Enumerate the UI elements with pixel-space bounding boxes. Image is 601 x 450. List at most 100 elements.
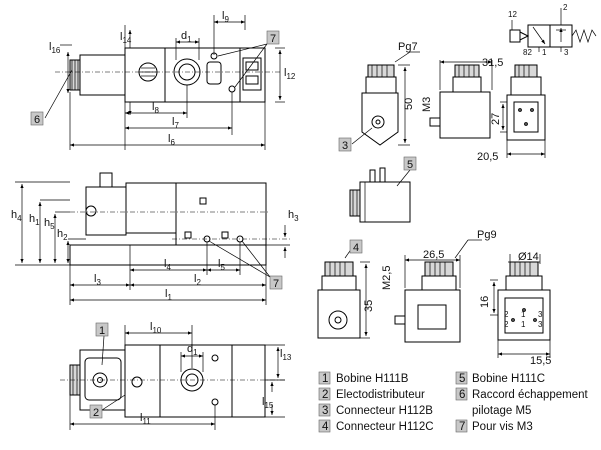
symbol-port-82: 82 xyxy=(523,48,532,57)
svg-text:Bobine H111B: Bobine H111B xyxy=(336,373,409,385)
dim-15-5: 15,5 xyxy=(530,355,551,367)
dim-l6: l6 xyxy=(168,133,175,147)
dim-50: 50 xyxy=(403,98,415,110)
dim-l14: l14 xyxy=(120,31,132,45)
legend-item-2: 2 Electodistributeur xyxy=(318,387,425,401)
dim-l8: l8 xyxy=(152,101,159,115)
svg-text:1: 1 xyxy=(99,325,105,337)
svg-text:2: 2 xyxy=(93,407,99,419)
legend-item-3: 3 Connecteur H112B xyxy=(318,403,433,417)
svg-text:Bobine H111C: Bobine H111C xyxy=(472,373,545,385)
dim-l11: l11 xyxy=(140,412,151,426)
legend-item-6: 6 Raccord échappement xyxy=(455,387,589,401)
valve-symbol: 12 2 82 1 3 xyxy=(508,3,597,57)
connector-h112c: 35 M2,5 26,5 Pg9 Ø14 16 15,5 2 1 3 2 1 xyxy=(317,229,551,367)
port-slot xyxy=(206,61,222,85)
dim-l16: l16 xyxy=(49,41,61,55)
dim-h5: h5 xyxy=(44,217,55,231)
dim-l5: l5 xyxy=(218,258,225,272)
svg-text:5: 5 xyxy=(407,159,413,171)
pin-label-a: 2 xyxy=(504,310,509,319)
svg-text:Pour vis M3: Pour vis M3 xyxy=(472,421,533,433)
top-view: l16 l14 d1 l9 l12 l8 l7 l6 xyxy=(44,10,296,150)
svg-text:7: 7 xyxy=(270,33,276,45)
dim-l3: l3 xyxy=(94,273,101,287)
coil-body-top xyxy=(79,54,126,96)
svg-text:Connecteur H112B: Connecteur H112B xyxy=(336,405,433,417)
dim-h4: h4 xyxy=(11,209,22,223)
svg-text:1: 1 xyxy=(322,373,328,385)
connector-body-mid xyxy=(439,91,491,139)
dim-l7: l7 xyxy=(172,116,179,130)
valve-upper-front xyxy=(125,182,177,234)
dim-l12: l12 xyxy=(284,67,296,81)
dim-26-5: 26,5 xyxy=(423,249,444,261)
dim-l9: l9 xyxy=(222,10,229,24)
symbol-port-3: 3 xyxy=(564,48,569,57)
mount-hole-bottom xyxy=(228,85,236,93)
svg-text:7: 7 xyxy=(459,421,465,433)
coil-terminal xyxy=(99,172,113,188)
dim-l10: l10 xyxy=(150,321,162,335)
callout-4: 4 xyxy=(349,239,363,254)
dim-pg9: Pg9 xyxy=(477,229,497,241)
legend-item-6-cont: pilotage M5 xyxy=(472,405,531,417)
bottom-view: l10 d1 l13 l15 l11 xyxy=(60,321,292,430)
svg-text:Connecteur H112C: Connecteur H112C xyxy=(336,421,434,433)
dim-31-5: 31,5 xyxy=(482,57,503,69)
svg-text:2: 2 xyxy=(322,389,328,401)
svg-text:Electodistributeur: Electodistributeur xyxy=(336,389,425,401)
callout-7-front: 7 xyxy=(269,275,283,290)
svg-text:Raccord échappement: Raccord échappement xyxy=(472,389,589,401)
pin-label-d: 2 xyxy=(504,320,509,329)
callout-3: 3 xyxy=(338,137,352,152)
legend: 1 Bobine H111B 2 Electodistributeur 3 Co… xyxy=(318,371,589,433)
svg-text:pilotage M5: pilotage M5 xyxy=(472,405,531,417)
svg-text:3: 3 xyxy=(342,140,348,152)
callout-6: 6 xyxy=(30,111,44,126)
dim-l2: l2 xyxy=(194,273,201,287)
dim-d14: Ø14 xyxy=(518,251,539,263)
dim-d1-bottom: d1 xyxy=(187,343,198,357)
svg-text:4: 4 xyxy=(322,421,329,433)
dim-l4: l4 xyxy=(164,258,171,272)
legend-item-7: 7 Pour vis M3 xyxy=(455,419,533,433)
dim-pg7: Pg7 xyxy=(398,41,418,53)
pin-label-c: 3 xyxy=(538,310,543,319)
dim-16: 16 xyxy=(479,296,491,308)
symbol-port-12: 12 xyxy=(508,10,517,19)
dim-m3: M3 xyxy=(421,97,433,112)
pin-label-b: 1 xyxy=(521,310,526,319)
dim-27: 27 xyxy=(490,113,502,125)
svg-text:7: 7 xyxy=(273,278,279,290)
valve-base-front xyxy=(69,244,267,266)
svg-text:4: 4 xyxy=(353,242,359,254)
dim-l13: l13 xyxy=(280,348,292,362)
svg-text:6: 6 xyxy=(459,389,465,401)
dim-h3: h3 xyxy=(288,209,299,223)
connector-h112b: 50 M3 Pg7 31,5 27 20,5 xyxy=(351,41,546,163)
pin-label-f: 3 xyxy=(538,320,543,329)
callout-7-top: 7 xyxy=(266,30,280,45)
svg-text:3: 3 xyxy=(322,405,328,417)
dim-h2: h2 xyxy=(57,228,68,242)
front-view: h4 h1 h5 h2 h3 l4 l5 l3 l2 l1 xyxy=(11,172,299,305)
pin-label-e: 1 xyxy=(521,320,526,329)
callout-2: 2 xyxy=(89,404,103,419)
legend-item-5: 5 Bobine H111C xyxy=(455,371,545,385)
callout-1: 1 xyxy=(95,322,109,337)
callout-5: 5 xyxy=(403,156,417,171)
dim-35: 35 xyxy=(363,300,375,312)
svg-text:5: 5 xyxy=(459,373,465,385)
symbol-port-1: 1 xyxy=(542,48,547,57)
dim-m2-5: M2,5 xyxy=(381,266,393,290)
dim-l1: l1 xyxy=(165,288,172,302)
dim-20-5: 20,5 xyxy=(477,151,498,163)
dim-d1-top: d1 xyxy=(181,30,192,44)
legend-item-4: 4 Connecteur H112C xyxy=(318,419,434,433)
coil-h111c xyxy=(349,167,411,223)
legend-item-1: 1 Bobine H111B xyxy=(318,371,409,385)
dim-l15: l15 xyxy=(262,396,274,410)
coil-h111c-body xyxy=(359,181,411,223)
